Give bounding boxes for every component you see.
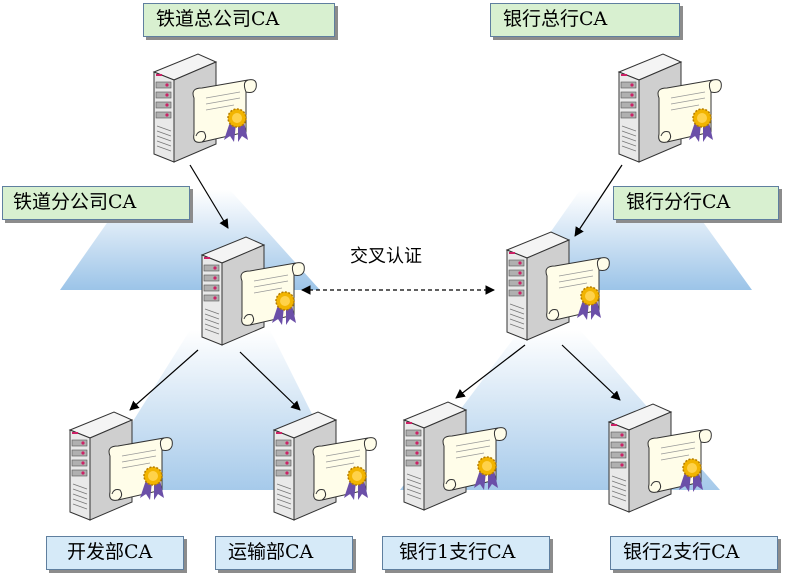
- bank-branch-ca-label: 银行分行CA: [613, 186, 779, 220]
- rail-branch-ca-label: 铁道分公司CA: [2, 186, 190, 220]
- server-certificate-icon: [201, 236, 306, 346]
- edge-rail-branch-to-dev: [129, 349, 199, 411]
- server-certificate-icon: [153, 53, 258, 163]
- edge-bank-branch-to-sub1: [455, 344, 526, 399]
- transport-dept-ca-label: 运输部CA: [215, 536, 353, 570]
- edge-bank-hq-to-branch: [574, 164, 623, 237]
- edge-rail-hq-to-branch: [189, 164, 229, 229]
- dev-dept-ca-label: 开发部CA: [46, 536, 184, 570]
- bank-hq-ca-label: 银行总行CA: [490, 3, 680, 37]
- rail-hq-ca-label: 铁道总公司CA: [143, 3, 335, 37]
- bank-sub1-ca-label: 银行1支行CA: [382, 536, 550, 570]
- server-certificate-icon: [608, 403, 713, 513]
- server-certificate-icon: [273, 411, 378, 521]
- cross-certification-label: 交叉认证: [350, 246, 422, 267]
- edge-rail-branch-to-transport: [239, 351, 301, 411]
- bank-sub2-ca-label: 银行2支行CA: [610, 536, 778, 570]
- edge-bank-branch-to-sub2: [561, 344, 621, 401]
- server-certificate-icon: [618, 53, 723, 163]
